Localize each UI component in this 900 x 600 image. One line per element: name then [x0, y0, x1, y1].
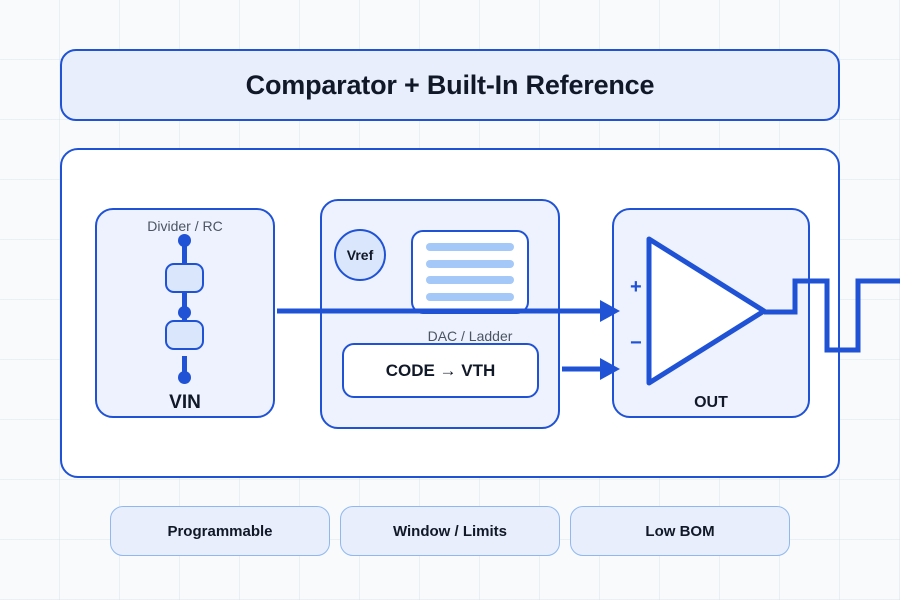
badge-low-bom[interactable]: Low BOM — [570, 506, 790, 556]
divider-label: Divider / RC — [147, 218, 223, 234]
dac-ladder-icon — [411, 230, 529, 314]
comparator-triangle-icon — [646, 236, 767, 386]
comparator-plus-label: + — [630, 276, 642, 298]
comparator-out-label: OUT — [694, 394, 728, 411]
node-dot-icon-top — [178, 234, 191, 247]
node-dot-icon-mid — [178, 306, 191, 319]
badge-label: Window / Limits — [392, 522, 508, 540]
code-to-vth-box[interactable]: CODE → VTH — [342, 343, 539, 398]
divider-wire-bottom — [182, 356, 187, 380]
badge-label: Low BOM — [645, 522, 715, 540]
resistor-symbol-icon-2 — [165, 320, 204, 350]
resistor-symbol-icon-1 — [165, 263, 204, 293]
node-dot-icon-bottom — [178, 371, 191, 384]
badge-window-limits[interactable]: Window / Limits — [340, 506, 560, 556]
divider-wire-top — [182, 238, 187, 266]
dac-ladder-label: DAC / Ladder — [427, 328, 513, 344]
page-title: Comparator + Built-In Reference — [245, 69, 655, 100]
ladder-bar — [426, 243, 514, 251]
ladder-bar — [426, 259, 514, 268]
ladder-bar — [426, 276, 514, 285]
title-banner: Comparator + Built-In Reference — [60, 49, 840, 121]
vin-label: VIN — [169, 392, 201, 413]
vref-node-icon: Vref — [334, 229, 386, 281]
ladder-bar — [426, 292, 514, 301]
badge-label: Programmable — [167, 522, 273, 540]
comparator-minus-label: − — [630, 332, 642, 354]
badge-programmable[interactable]: Programmable — [110, 506, 330, 556]
